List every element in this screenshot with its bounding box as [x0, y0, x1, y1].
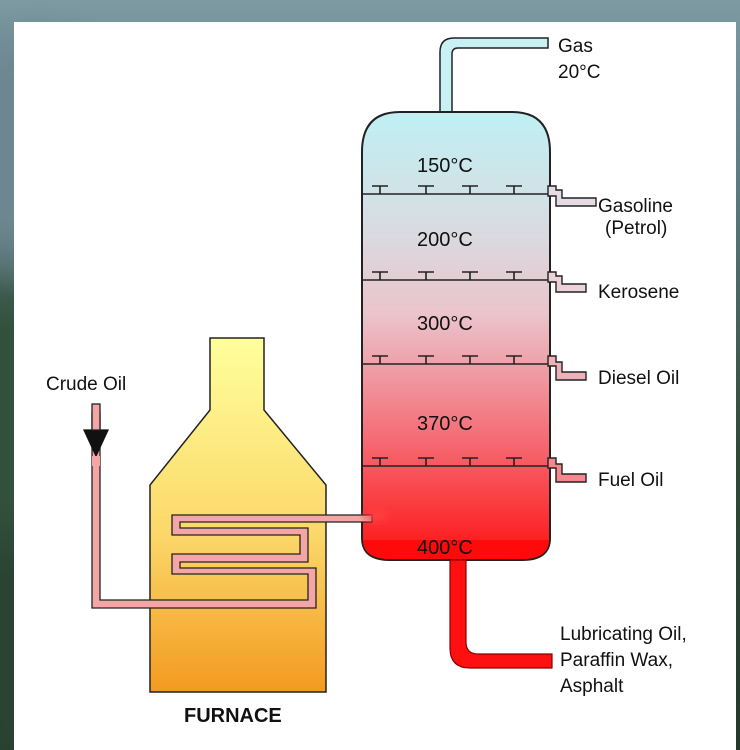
entry-glow — [358, 506, 394, 526]
asphalt-label: Asphalt — [560, 676, 624, 697]
gas-outlet-pipe — [439, 37, 549, 113]
fuel-oil-label: Fuel Oil — [598, 470, 663, 491]
gasoline-label: Gasoline — [598, 196, 673, 217]
gas-temp-label: 20°C — [558, 62, 600, 83]
column-trays — [362, 185, 550, 467]
kerosene-label: Kerosene — [598, 282, 679, 303]
petrol-label: (Petrol) — [605, 218, 667, 239]
side-outlet-pipes — [547, 185, 597, 483]
temp-370: 370°C — [417, 413, 473, 435]
temp-300: 300°C — [417, 313, 473, 335]
lubricating-oil-label: Lubricating Oil, — [560, 624, 687, 645]
residue-outlet-pipe — [449, 559, 553, 669]
gas-label: Gas — [558, 36, 593, 57]
temp-400: 400°C — [417, 537, 473, 559]
diesel-label: Diesel Oil — [598, 368, 679, 389]
paraffin-wax-label: Paraffin Wax, — [560, 650, 673, 671]
crude-oil-label: Crude Oil — [46, 374, 126, 395]
temp-200: 200°C — [417, 229, 473, 251]
temp-150: 150°C — [417, 155, 473, 177]
distillation-column — [361, 111, 551, 561]
furnace-label: FURNACE — [184, 705, 282, 727]
